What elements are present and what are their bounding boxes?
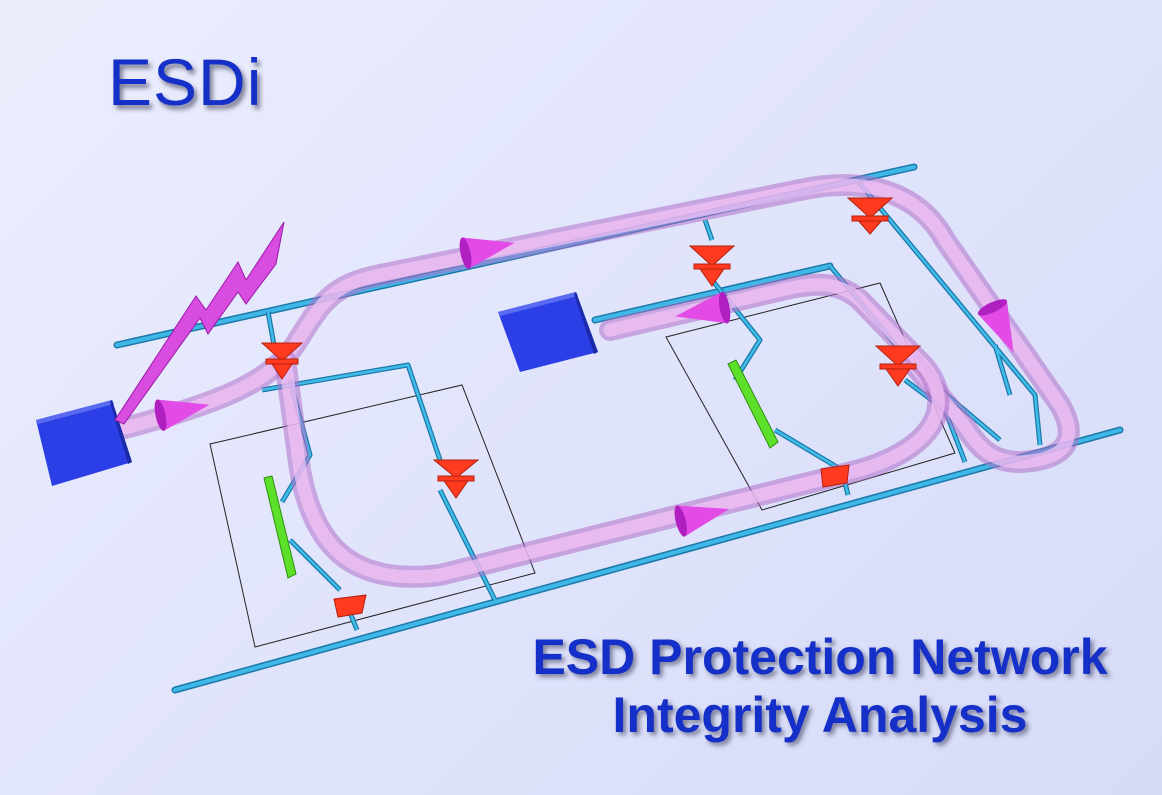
clamp-diode-icon [432, 459, 480, 499]
io-pad-center [498, 292, 598, 372]
esd-arrow-icon [675, 291, 731, 324]
device-bar-left [263, 475, 297, 579]
io-pad-left [36, 400, 132, 486]
esd-arrow-icon [459, 237, 515, 269]
esdi-logo: ESDi [108, 45, 263, 119]
esd-arrow-icon [154, 399, 210, 431]
circuit-block-right [665, 282, 956, 511]
esd-direction-arrows [154, 237, 1014, 537]
io-pads [36, 292, 598, 486]
clamp-diode-icon [260, 342, 304, 380]
circuit-block-outlines [209, 282, 956, 648]
clamp-diode-icon [820, 464, 850, 488]
clamp-diode-icon [688, 245, 736, 287]
clamp-diode-icon [874, 345, 922, 387]
esd-discharge-paths [114, 174, 1080, 588]
diagram-subtitle: ESD Protection Network Integrity Analysi… [480, 628, 1160, 744]
device-bar-right [727, 359, 779, 449]
esd-arrow-icon [674, 505, 730, 537]
subtitle-line-2: Integrity Analysis [612, 687, 1028, 743]
lightning-bolt-icon [114, 221, 285, 425]
esd-arrow-icon [977, 299, 1014, 353]
clamp-diode-icon [846, 197, 894, 235]
circuit-block-left [209, 384, 536, 648]
subtitle-line-1: ESD Protection Network [532, 629, 1108, 685]
clamp-diode-icon [333, 594, 367, 618]
clamp-diodes [260, 197, 922, 618]
protected-devices [263, 359, 779, 579]
